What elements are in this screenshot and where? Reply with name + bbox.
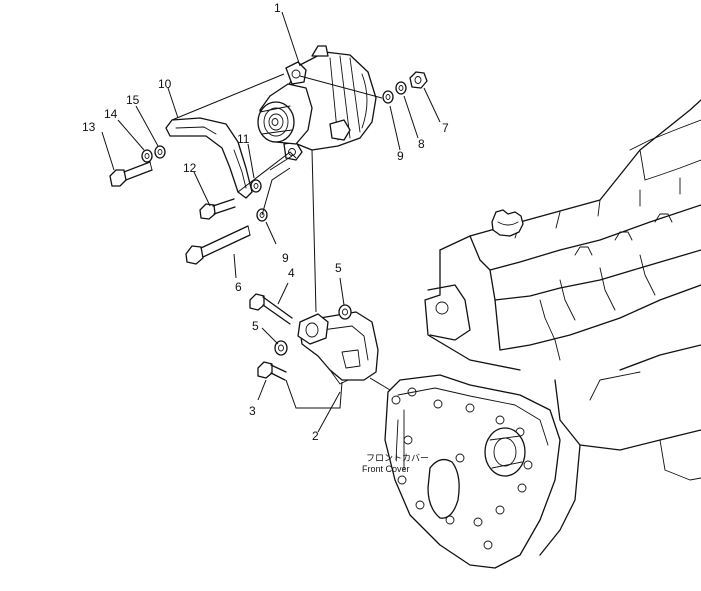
callout-13: 13 xyxy=(82,120,96,134)
callout-8: 8 xyxy=(418,137,425,151)
alternator-pulley xyxy=(257,101,295,143)
callout-6: 6 xyxy=(235,280,242,294)
callout-9-upper: 9 xyxy=(397,149,404,163)
callout-12: 12 xyxy=(183,161,197,175)
front-cover-label-jp: フロントカバー xyxy=(366,453,429,463)
callout-9-lower: 9 xyxy=(282,251,289,265)
callout-5-upper: 5 xyxy=(335,261,342,275)
adjusting-bracket xyxy=(165,117,253,199)
callout-4: 4 xyxy=(288,266,295,280)
callout-15: 15 xyxy=(126,93,140,107)
callout-11: 11 xyxy=(237,132,250,146)
callout-1: 1 xyxy=(274,1,281,15)
lock-washer-8 xyxy=(395,81,407,95)
callout-2: 2 xyxy=(312,429,319,443)
callout-5-lower: 5 xyxy=(252,319,259,333)
spacer-5-upper xyxy=(338,304,352,320)
washer-9-upper xyxy=(382,90,394,104)
callout-7: 7 xyxy=(442,121,449,135)
washer-15 xyxy=(154,145,166,159)
front-cover-seal-boss xyxy=(484,427,526,477)
engine-block xyxy=(424,99,701,556)
spacer-11 xyxy=(250,179,262,193)
spacer-5-lower xyxy=(274,340,288,356)
bolt-12 xyxy=(199,198,236,220)
callout-10: 10 xyxy=(158,77,172,91)
front-cover xyxy=(384,374,561,569)
callout-3: 3 xyxy=(249,404,256,418)
bolt-13 xyxy=(109,161,153,187)
leader-lines xyxy=(101,11,441,433)
bolt-3 xyxy=(257,361,287,381)
oil-filler-cap xyxy=(491,209,524,237)
front-cover-label-en: Front Cover xyxy=(362,464,410,474)
washer-14 xyxy=(141,149,153,163)
bolt-4 xyxy=(249,293,293,325)
callout-numbers: 1 2 3 4 5 5 6 7 8 9 9 10 11 12 13 14 15 xyxy=(82,1,449,443)
callout-14: 14 xyxy=(104,107,118,121)
alternator xyxy=(257,45,377,161)
alternator-bracket xyxy=(297,311,379,385)
bolt-6 xyxy=(185,225,251,265)
nut-7 xyxy=(409,71,428,89)
